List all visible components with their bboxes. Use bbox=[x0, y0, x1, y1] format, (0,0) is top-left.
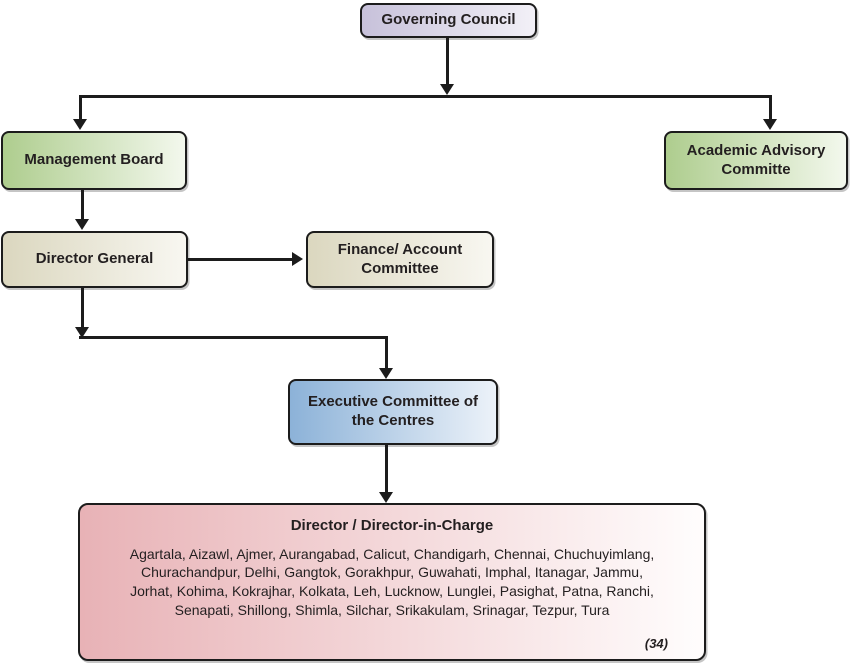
node-director-general: Director General bbox=[1, 231, 188, 288]
connector-to-executive-segment bbox=[385, 336, 388, 369]
connector-branch-to-management bbox=[79, 95, 82, 121]
arrowhead-governing-stem bbox=[440, 84, 454, 95]
director-in-charge-title: Director / Director-in-Charge bbox=[290, 517, 494, 534]
connector-management-to-director-general bbox=[81, 190, 84, 221]
director-in-charge-centres-list: Agartala, Aizawl, Ajmer, Aurangabad, Cal… bbox=[129, 545, 655, 618]
connector-branch-horizontal bbox=[79, 95, 772, 98]
connector-branch-to-academic bbox=[769, 95, 772, 121]
arrowhead-director-in-charge bbox=[379, 492, 393, 503]
arrowhead-management-board bbox=[73, 119, 87, 130]
director-in-charge-count: (34) bbox=[644, 635, 668, 651]
connector-director-down-segment bbox=[81, 288, 84, 329]
connector-executive-to-director-in-charge bbox=[385, 445, 388, 493]
arrowhead-finance-committee bbox=[292, 252, 303, 266]
connector-director-horizontal-segment bbox=[79, 336, 388, 339]
node-governing-council: Governing Council bbox=[360, 3, 537, 38]
node-academic-advisory-committee: Academic Advisory Committe bbox=[664, 131, 848, 190]
connector-governing-stem bbox=[446, 38, 449, 86]
connector-director-to-finance bbox=[188, 258, 292, 261]
node-director-in-charge: Director / Director-in-Charge Agartala, … bbox=[78, 503, 706, 661]
node-finance-account-committee: Finance/ Account Committee bbox=[306, 231, 494, 288]
arrowhead-executive-committee bbox=[379, 368, 393, 379]
arrowhead-director-general bbox=[75, 219, 89, 230]
arrowhead-academic-advisory bbox=[763, 119, 777, 130]
arrowhead-director-elbow bbox=[75, 327, 89, 338]
node-executive-committee: Executive Committee of the Centres bbox=[288, 379, 498, 445]
node-management-board: Management Board bbox=[1, 131, 187, 190]
